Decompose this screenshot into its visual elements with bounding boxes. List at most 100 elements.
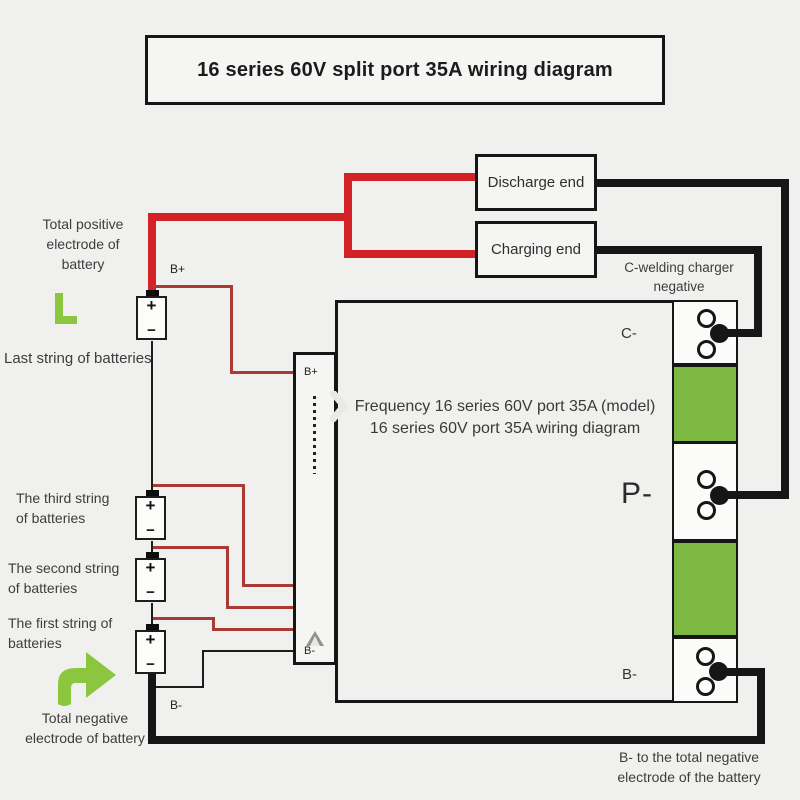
wire-red-junction-vertical xyxy=(344,173,352,258)
wire-battery-positive-up xyxy=(148,213,156,295)
sense-wire-1-h2 xyxy=(212,628,293,631)
series-link-third-to-second xyxy=(151,541,153,558)
b-terminal-solder-point xyxy=(709,662,728,681)
battery-plus-sign: + xyxy=(145,558,156,577)
b-minus-note: B- to the total negative electrode of th… xyxy=(598,747,780,787)
battery-terminal-tab xyxy=(146,490,159,496)
battery-terminal-tab xyxy=(146,290,159,296)
total-negative-line1: Total negative xyxy=(41,710,129,726)
second-string-line2: of batteries xyxy=(8,580,78,596)
sense-wire-1-h1 xyxy=(152,617,215,620)
wire-battery-negative-down xyxy=(148,674,156,744)
p-terminal-hole xyxy=(697,501,716,520)
green-arrow-icon xyxy=(58,652,116,706)
battery-plus-sign: + xyxy=(145,630,156,649)
sense-wire-2-h1 xyxy=(152,546,229,549)
series-link-second-to-first xyxy=(151,603,153,630)
battery-minus-sign: − xyxy=(146,522,155,539)
p-terminal-label: P- xyxy=(621,477,653,510)
c-welding-note: C-welding charger negative xyxy=(600,258,758,296)
c-welding-note-line1: C-welding charger xyxy=(624,260,734,275)
green-terminal-strip-2 xyxy=(672,541,738,637)
discharge-end-label: Discharge end xyxy=(487,174,585,191)
sense-wire-2-v xyxy=(226,546,229,609)
sense-wire-bminus-v xyxy=(202,650,204,688)
sense-wire-3-h1 xyxy=(152,484,245,487)
last-string-label: Last string of batteries xyxy=(4,350,152,367)
total-negative-label: Total negative electrode of battery xyxy=(15,708,155,748)
sense-wire-bminus-h1 xyxy=(156,686,203,688)
chevron-right-icon xyxy=(330,391,348,423)
third-string-label: The third string of batteries xyxy=(16,488,109,528)
b-terminal-label: B- xyxy=(622,666,637,683)
connector-bplus-label: B+ xyxy=(304,366,318,378)
bplus-wire-label: B+ xyxy=(170,262,186,276)
connector-arrow-smudge xyxy=(306,631,324,646)
b-minus-note-line1: B- to the total negative xyxy=(618,749,760,765)
board-caption: Frequency 16 series 60V port 35A (model)… xyxy=(340,396,670,440)
second-string-label: The second string of batteries xyxy=(8,558,119,598)
charging-end-label: Charging end xyxy=(490,241,582,258)
wire-charging-right xyxy=(597,246,762,254)
wire-b-terminal-down xyxy=(757,668,765,744)
c-terminal-label: C- xyxy=(621,325,637,342)
wire-out-b-terminal xyxy=(722,668,765,676)
c-terminal-solder-point xyxy=(710,324,729,343)
bms-board xyxy=(335,300,738,703)
wire-battery-positive-across xyxy=(148,213,352,221)
battery-minus-sign: − xyxy=(146,584,155,601)
total-negative-line2: electrode of battery xyxy=(25,730,145,746)
battery-minus-sign: − xyxy=(147,322,156,339)
connector-bminus-label: B- xyxy=(304,645,315,657)
c-terminal-hole xyxy=(697,309,716,328)
second-string-line1: The second string xyxy=(8,560,120,576)
first-string-line1: The first string of xyxy=(8,615,113,631)
battery-plus-sign: + xyxy=(145,496,156,515)
c-welding-note-line2: negative xyxy=(653,279,705,294)
board-caption-line2: 16 series 60V port 35A wiring diagram xyxy=(369,420,641,437)
sense-wire-bplus-h1 xyxy=(152,285,232,288)
wire-into-c-terminal xyxy=(722,329,762,337)
sense-wire-3-h2 xyxy=(242,584,293,587)
p-terminal-hole xyxy=(697,470,716,489)
sense-wire-1-v xyxy=(212,617,215,631)
sense-wire-bminus-h2 xyxy=(202,650,293,652)
sense-wire-bplus-v xyxy=(230,285,233,374)
b-terminal-hole xyxy=(696,647,715,666)
wire-to-charging-end xyxy=(344,250,475,258)
first-string-label: The first string of batteries xyxy=(8,613,112,653)
diagram-title-box: 16 series 60V split port 35A wiring diag… xyxy=(145,35,665,105)
board-caption-line1: Frequency 16 series 60V port 35A (model) xyxy=(354,398,656,415)
total-positive-label: Total positive electrode of battery xyxy=(25,214,141,274)
wire-to-discharge-end xyxy=(344,173,475,181)
diagram-title: 16 series 60V split port 35A wiring diag… xyxy=(197,58,613,81)
charging-end-box: Charging end xyxy=(475,221,597,278)
total-positive-line1: Total positive xyxy=(42,216,124,232)
green-terminal-strip-1 xyxy=(672,365,738,443)
b-minus-note-line2: electrode of the battery xyxy=(617,769,761,785)
battery-minus-sign: − xyxy=(146,656,155,673)
battery-second-string: + − xyxy=(135,558,166,602)
sense-wire-bplus-h2 xyxy=(230,371,293,374)
wire-discharge-right xyxy=(597,179,789,187)
battery-third-string: + − xyxy=(135,496,166,540)
total-positive-line3: battery xyxy=(61,256,105,272)
battery-first-string: + − xyxy=(135,630,166,674)
total-positive-line2: electrode of xyxy=(46,236,120,252)
battery-terminal-tab xyxy=(146,552,159,558)
wire-charging-down xyxy=(754,246,762,337)
b-terminal-hole xyxy=(696,677,715,696)
connector-wire-dots xyxy=(313,396,316,474)
battery-plus-sign: + xyxy=(146,296,157,315)
third-string-line1: The third string xyxy=(16,490,110,506)
battery-last-string: + − xyxy=(136,296,167,340)
sense-wire-3-v xyxy=(242,484,245,587)
bminus-wire-label: B- xyxy=(170,698,182,712)
first-string-line2: batteries xyxy=(8,635,62,651)
wire-into-p-terminal xyxy=(722,491,789,499)
sense-wire-2-h2 xyxy=(226,606,293,609)
c-terminal-hole xyxy=(697,340,716,359)
wire-discharge-down xyxy=(781,179,789,499)
green-marker-icon xyxy=(55,316,77,324)
